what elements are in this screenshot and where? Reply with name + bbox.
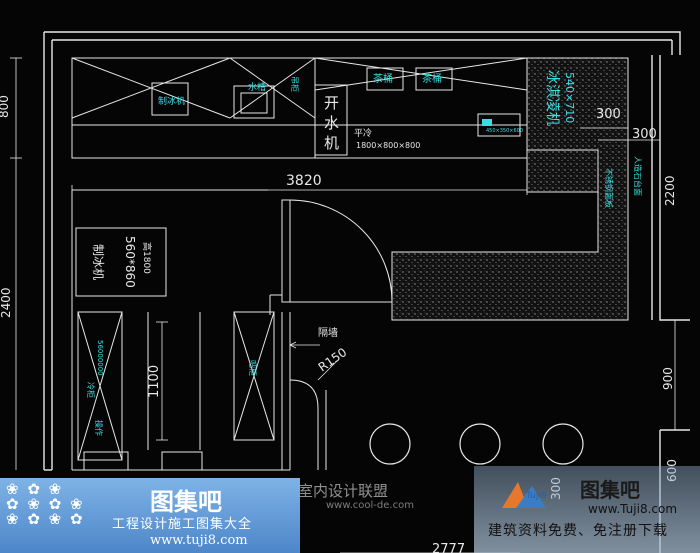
watermark-left: ❀ ✿ ❀✿ ❀ ✿ ❀❀ ✿ ❀ ✿ 图集吧 工程设计施工图集大全 www.t… <box>0 478 300 553</box>
label-tea-bucket-1: 茶桶 <box>373 72 393 85</box>
label-kaishuiji-2: 水 <box>324 114 339 132</box>
label-ice-maker-left-height: 高1800 <box>141 242 153 274</box>
label-partition-wall: 隔墙 <box>318 326 338 339</box>
dim-left-mid: 2400 <box>0 287 13 318</box>
dim-mid-1100: 1100 <box>147 365 162 398</box>
tuji8-logo-icon: Tuji8 <box>502 482 547 508</box>
watermark-right-url: www.Tuji8.com <box>588 502 678 516</box>
label-ice-maker-left: 制冰机 <box>91 244 105 280</box>
label-col-a: 56000000 <box>96 340 104 376</box>
watermark-right-tagline: 建筑资料免费、免注册下载 <box>488 523 668 539</box>
inner-walls <box>71 189 327 471</box>
watermark-mid-url: www.cool-de.com <box>326 500 414 511</box>
label-side-b: 操作 <box>94 420 104 436</box>
dim-right-300-b: 300 <box>632 127 657 142</box>
dim-bottom-2777: 2777 <box>432 542 465 553</box>
label-ice-cream-size: 540×710 <box>563 72 576 123</box>
blossom-icon: ❀ ✿ ❀✿ ❀ ✿ ❀❀ ✿ ❀ ✿ <box>6 480 85 528</box>
svg-text:Tuji8: Tuji8 <box>525 491 547 501</box>
dim-top-width: 3820 <box>286 173 322 189</box>
bar-stools <box>369 423 584 465</box>
stone-counter <box>391 57 629 321</box>
watermark-left-subtitle: 工程设计施工图集大全 <box>112 517 253 532</box>
label-tea-bucket-2: 茶桶 <box>422 72 442 85</box>
label-flat-cold-size: 1800×800×800 <box>356 141 420 150</box>
dim-right-300-a: 300 <box>596 107 621 122</box>
label-ice-maker-left-size: 560*860 <box>123 236 137 288</box>
label-side-a: 冷柜 <box>86 382 96 398</box>
label-steel-board: 不锈钢面板 <box>604 168 614 208</box>
top-counter <box>71 57 528 159</box>
watermark-right: Tuji8 图集吧 www.Tuji8.com 建筑资料免费、免注册下载 <box>474 466 700 553</box>
dim-left-top: 800 <box>0 95 11 118</box>
label-kaishuiji-3: 机 <box>324 134 339 152</box>
watermark-left-title: 图集吧 <box>150 487 222 516</box>
dim-right-2200: 2200 <box>663 175 677 206</box>
label-flat-cold: 平冷 <box>354 127 372 139</box>
dim-right-900: 900 <box>661 367 675 390</box>
label-sink-top: 水槽 <box>248 81 266 93</box>
outer-walls <box>43 31 690 553</box>
label-small-box-dims: 450×350×600 <box>486 128 523 134</box>
label-kaishuiji-1: 开 <box>324 94 339 112</box>
label-artificial-stone: 人造石台面 <box>633 156 643 196</box>
dimension-lines <box>10 57 680 553</box>
door-swing <box>281 199 393 303</box>
label-side-c: 吧柜 <box>248 360 258 376</box>
watermark-right-title: 图集吧 <box>580 478 640 502</box>
watermark-mid-title: 室内设计联盟 <box>298 482 389 500</box>
label-ice-maker-top: 制冰机 <box>158 95 185 107</box>
watermark-left-url: www.tuji8.com <box>150 533 248 548</box>
dim-radius: R150 <box>316 345 350 374</box>
label-ice-cream-machine: 冰淇凌机 <box>544 70 560 126</box>
label-small-top: 吊柜 <box>290 76 300 92</box>
